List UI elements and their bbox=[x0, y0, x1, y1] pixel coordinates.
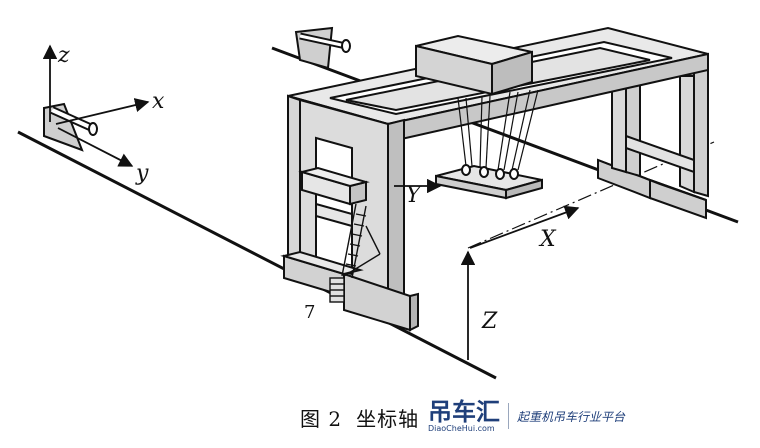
watermark-logo: 吊车汇 DiaoCheHui.com bbox=[428, 400, 500, 433]
watermark-separator bbox=[508, 403, 509, 429]
trolley-box bbox=[415, 34, 533, 96]
watermark-site: DiaoCheHui.com bbox=[428, 423, 495, 433]
far-rail-winch bbox=[294, 26, 351, 70]
near-leg bbox=[280, 94, 419, 332]
label-global-X: X bbox=[538, 227, 557, 252]
near-rail-winch bbox=[43, 102, 98, 152]
label-point-7: 7 bbox=[304, 302, 315, 323]
watermark-tagline: 起重机吊车行业平台 bbox=[517, 409, 626, 424]
global-axes bbox=[394, 178, 580, 360]
label-global-Z: Z bbox=[481, 309, 498, 334]
spreader-block bbox=[435, 164, 543, 200]
caption-text: 坐标轴 bbox=[356, 407, 420, 431]
watermark: 吊车汇 DiaoCheHui.com 起重机吊车行业平台 bbox=[426, 398, 632, 434]
caption-number: 图 2 bbox=[300, 407, 343, 431]
label-local-y: y bbox=[135, 161, 149, 186]
label-local-x: x bbox=[152, 89, 165, 114]
leg-ladder bbox=[329, 203, 381, 303]
figure-caption: 图 2 坐标轴 bbox=[300, 403, 433, 432]
hoist-ropes bbox=[457, 89, 539, 171]
local-axes bbox=[42, 44, 150, 167]
label-local-z: z bbox=[57, 43, 70, 68]
label-global-Y: Y bbox=[406, 183, 423, 208]
watermark-name: 吊车汇 bbox=[428, 397, 500, 426]
